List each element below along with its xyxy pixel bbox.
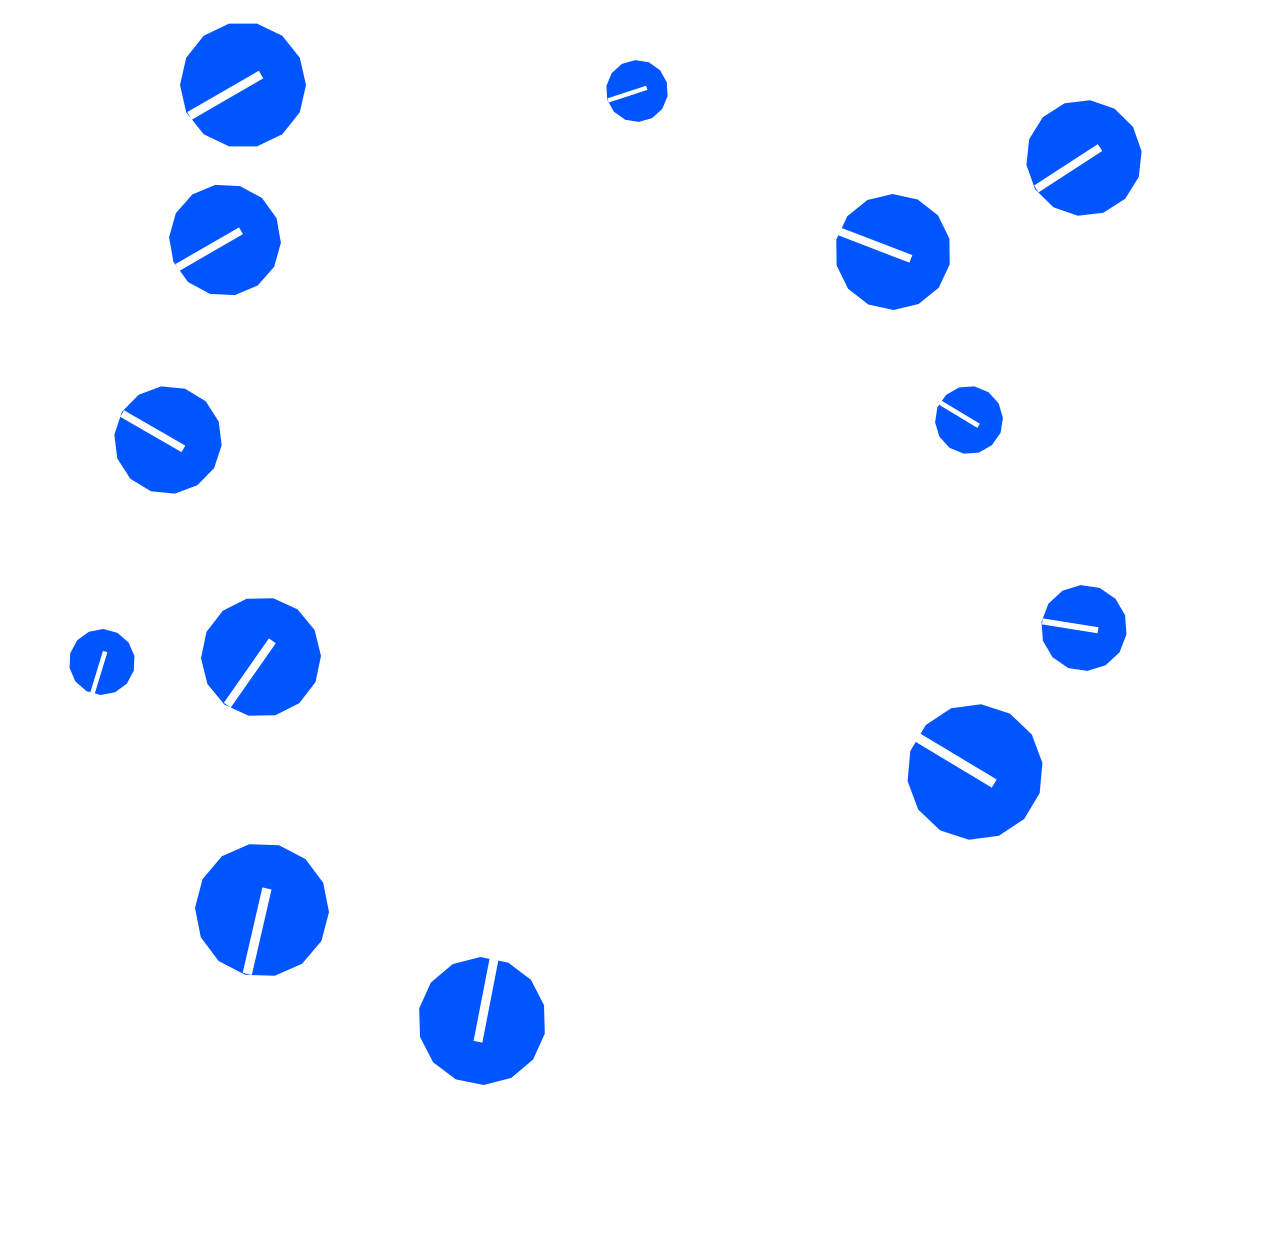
knob[interactable] <box>201 598 321 716</box>
knob-indicator <box>223 638 276 708</box>
knob-indicator <box>915 733 997 788</box>
knob[interactable] <box>169 184 281 296</box>
knob-indicator <box>90 650 108 694</box>
knob-indicator <box>120 410 186 453</box>
knob-indicator <box>175 227 243 271</box>
knob-indicator <box>838 227 913 263</box>
knob[interactable] <box>419 957 545 1085</box>
knob[interactable] <box>836 194 950 310</box>
knob[interactable] <box>907 704 1043 840</box>
knob-indicator <box>1041 618 1099 634</box>
knob-indicator <box>473 958 499 1043</box>
knob[interactable] <box>935 386 1003 454</box>
knob-indicator <box>939 400 980 428</box>
knob-indicator <box>1034 144 1103 193</box>
knob[interactable] <box>1026 100 1142 216</box>
knob-indicator <box>242 887 272 976</box>
knob[interactable] <box>114 386 222 494</box>
knob[interactable] <box>195 844 329 976</box>
knob[interactable] <box>606 60 668 122</box>
knob-indicator <box>607 85 648 103</box>
knob[interactable] <box>180 23 306 147</box>
knob-indicator <box>187 70 264 120</box>
knob[interactable] <box>69 629 135 695</box>
knob[interactable] <box>1041 585 1127 671</box>
